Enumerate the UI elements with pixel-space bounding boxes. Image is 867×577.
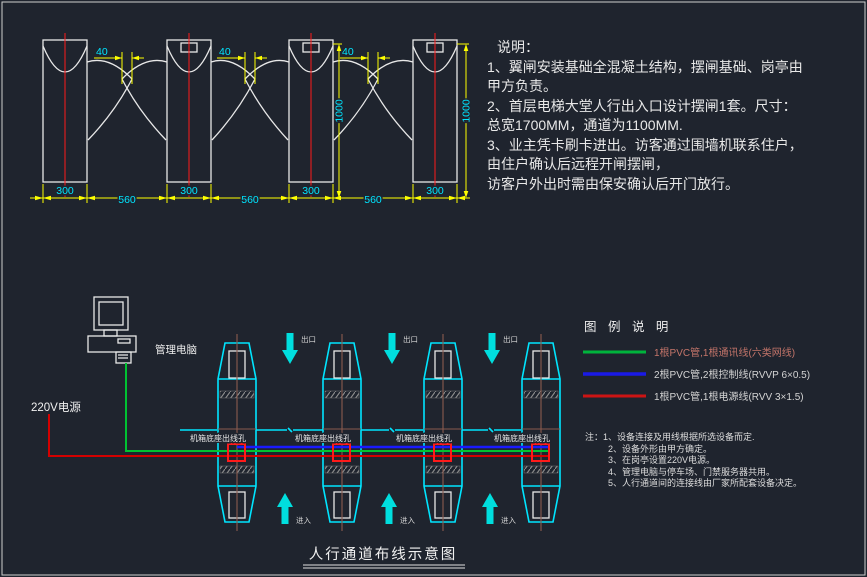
drawing-title: 人行通道布线示意图 [303,545,465,569]
dim-300-label: 300 [302,185,320,197]
dim-40-group: 40 40 40 [94,46,390,84]
legend-item-label: 1根PVC管,1根通讯线(六类网线) [654,346,795,359]
exit-arrow-label: 出口 [403,334,418,344]
dim-1000-label: 1000 [334,99,346,123]
enter-arrow-label: 进入 [296,516,311,525]
dim-560-label: 560 [364,194,382,206]
gate-cabinet-4 [412,33,458,197]
outlet-hole-label: 机箱底座出线孔 [190,433,246,443]
power-wire-run [48,414,548,457]
dim-560-label: 560 [118,194,136,206]
exit-arrows [282,333,500,364]
outlet-hole-label: 机箱底座出线孔 [295,433,351,443]
legend-item-label: 1根PVC管,1根电源线(RVV 3×1.5) [654,390,804,403]
spec-notes-title: 说明： [497,39,539,55]
outlet-hole-label: 机箱底座出线孔 [494,433,550,443]
plan-turnstile-4 [521,334,561,531]
dim-1000-group: 1000 1000 [332,43,474,199]
dim-40-label: 40 [342,46,354,58]
gate-wings [86,59,414,141]
comm-wire-run [125,363,548,452]
lane-guide-lines [180,427,521,433]
exit-arrow-label: 出口 [301,334,316,344]
dim-40-label: 40 [96,46,108,58]
dim-560-label: 560 [241,194,259,206]
spec-notes-line: 3、业主凭卡刷卡进出。访客通过围墙机联系住户， [487,137,803,153]
title-underline [303,564,465,569]
outlet-holes [227,443,550,462]
enter-arrow-label: 进入 [400,516,415,525]
plan-turnstile-2 [322,334,362,531]
install-notes: 注：1、设备连接及用线根据所选设备而定. 2、设备外形由甲方确定。 3、在岗亭设… [585,431,802,488]
power-source-label: 220V电源 [31,400,81,414]
dim-1000-label: 1000 [461,99,473,123]
spec-notes-line: 甲方负责。 [487,78,557,94]
plan-turnstile-1 [217,334,257,531]
enter-arrows [277,493,498,524]
spec-notes-line: 由住户确认后远程开闸摆闸， [487,156,669,172]
outlet-hole-label: 机箱底座出线孔 [396,433,452,443]
spec-notes-line: 总宽1700MM，通道为1100MM. [487,117,683,133]
dim-300-label: 300 [426,185,444,197]
plan-turnstile-3 [423,334,463,531]
spec-notes-line: 2、首层电梯大堂人行出入口设计摆闸1套。尺寸： [487,98,797,114]
legend-item-label: 2根PVC管,2根控制线(RVVP 6×0.5) [654,368,810,381]
dim-300-label: 300 [56,185,74,197]
dim-bottom-chain: 300 300 300 300 560 560 560 [30,184,470,208]
dim-300-label: 300 [180,185,198,197]
gate-cabinet-3 [288,33,334,197]
legend-title: 图 例 说 明 [584,319,672,334]
dim-40-label: 40 [219,46,231,58]
spec-notes: 说明： 1、翼闸安装基础全混凝土结构，摆闸基础、岗亭由 甲方负责。 2、首层电梯… [487,39,803,192]
management-computer-icon [87,296,137,364]
gate-cabinet-2 [166,33,212,197]
front-view: 40 40 40 300 300 300 300 560 560 560 100… [30,33,474,208]
drawing-title-text: 人行通道布线示意图 [309,545,458,563]
spec-notes-line: 访客户外出时需由保安确认后开门放行。 [487,176,739,192]
legend: 图 例 说 明 1根PVC管,1根通讯线(六类网线) 2根PVC管,2根控制线(… [583,319,810,403]
gate-cabinet-1 [42,33,88,197]
install-note-line: 注：1、设备连接及用线根据所选设备而定. [585,431,755,442]
computer-label: 管理电脑 [155,343,197,356]
exit-arrow-label: 出口 [503,334,518,344]
spec-notes-line: 1、翼闸安装基础全混凝土结构，摆闸基础、岗亭由 [487,59,803,75]
install-note-line: 4、管理电脑与停车场、门禁服务器共用。 [608,466,775,477]
install-note-line: 3、在岗亭设置220V电源。 [608,454,715,465]
install-note-line: 5、人行通道间的连接线由厂家所配套设备决定。 [608,477,802,488]
install-note-line: 2、设备外形由甲方确定。 [608,443,712,454]
enter-arrow-label: 进入 [501,516,516,525]
